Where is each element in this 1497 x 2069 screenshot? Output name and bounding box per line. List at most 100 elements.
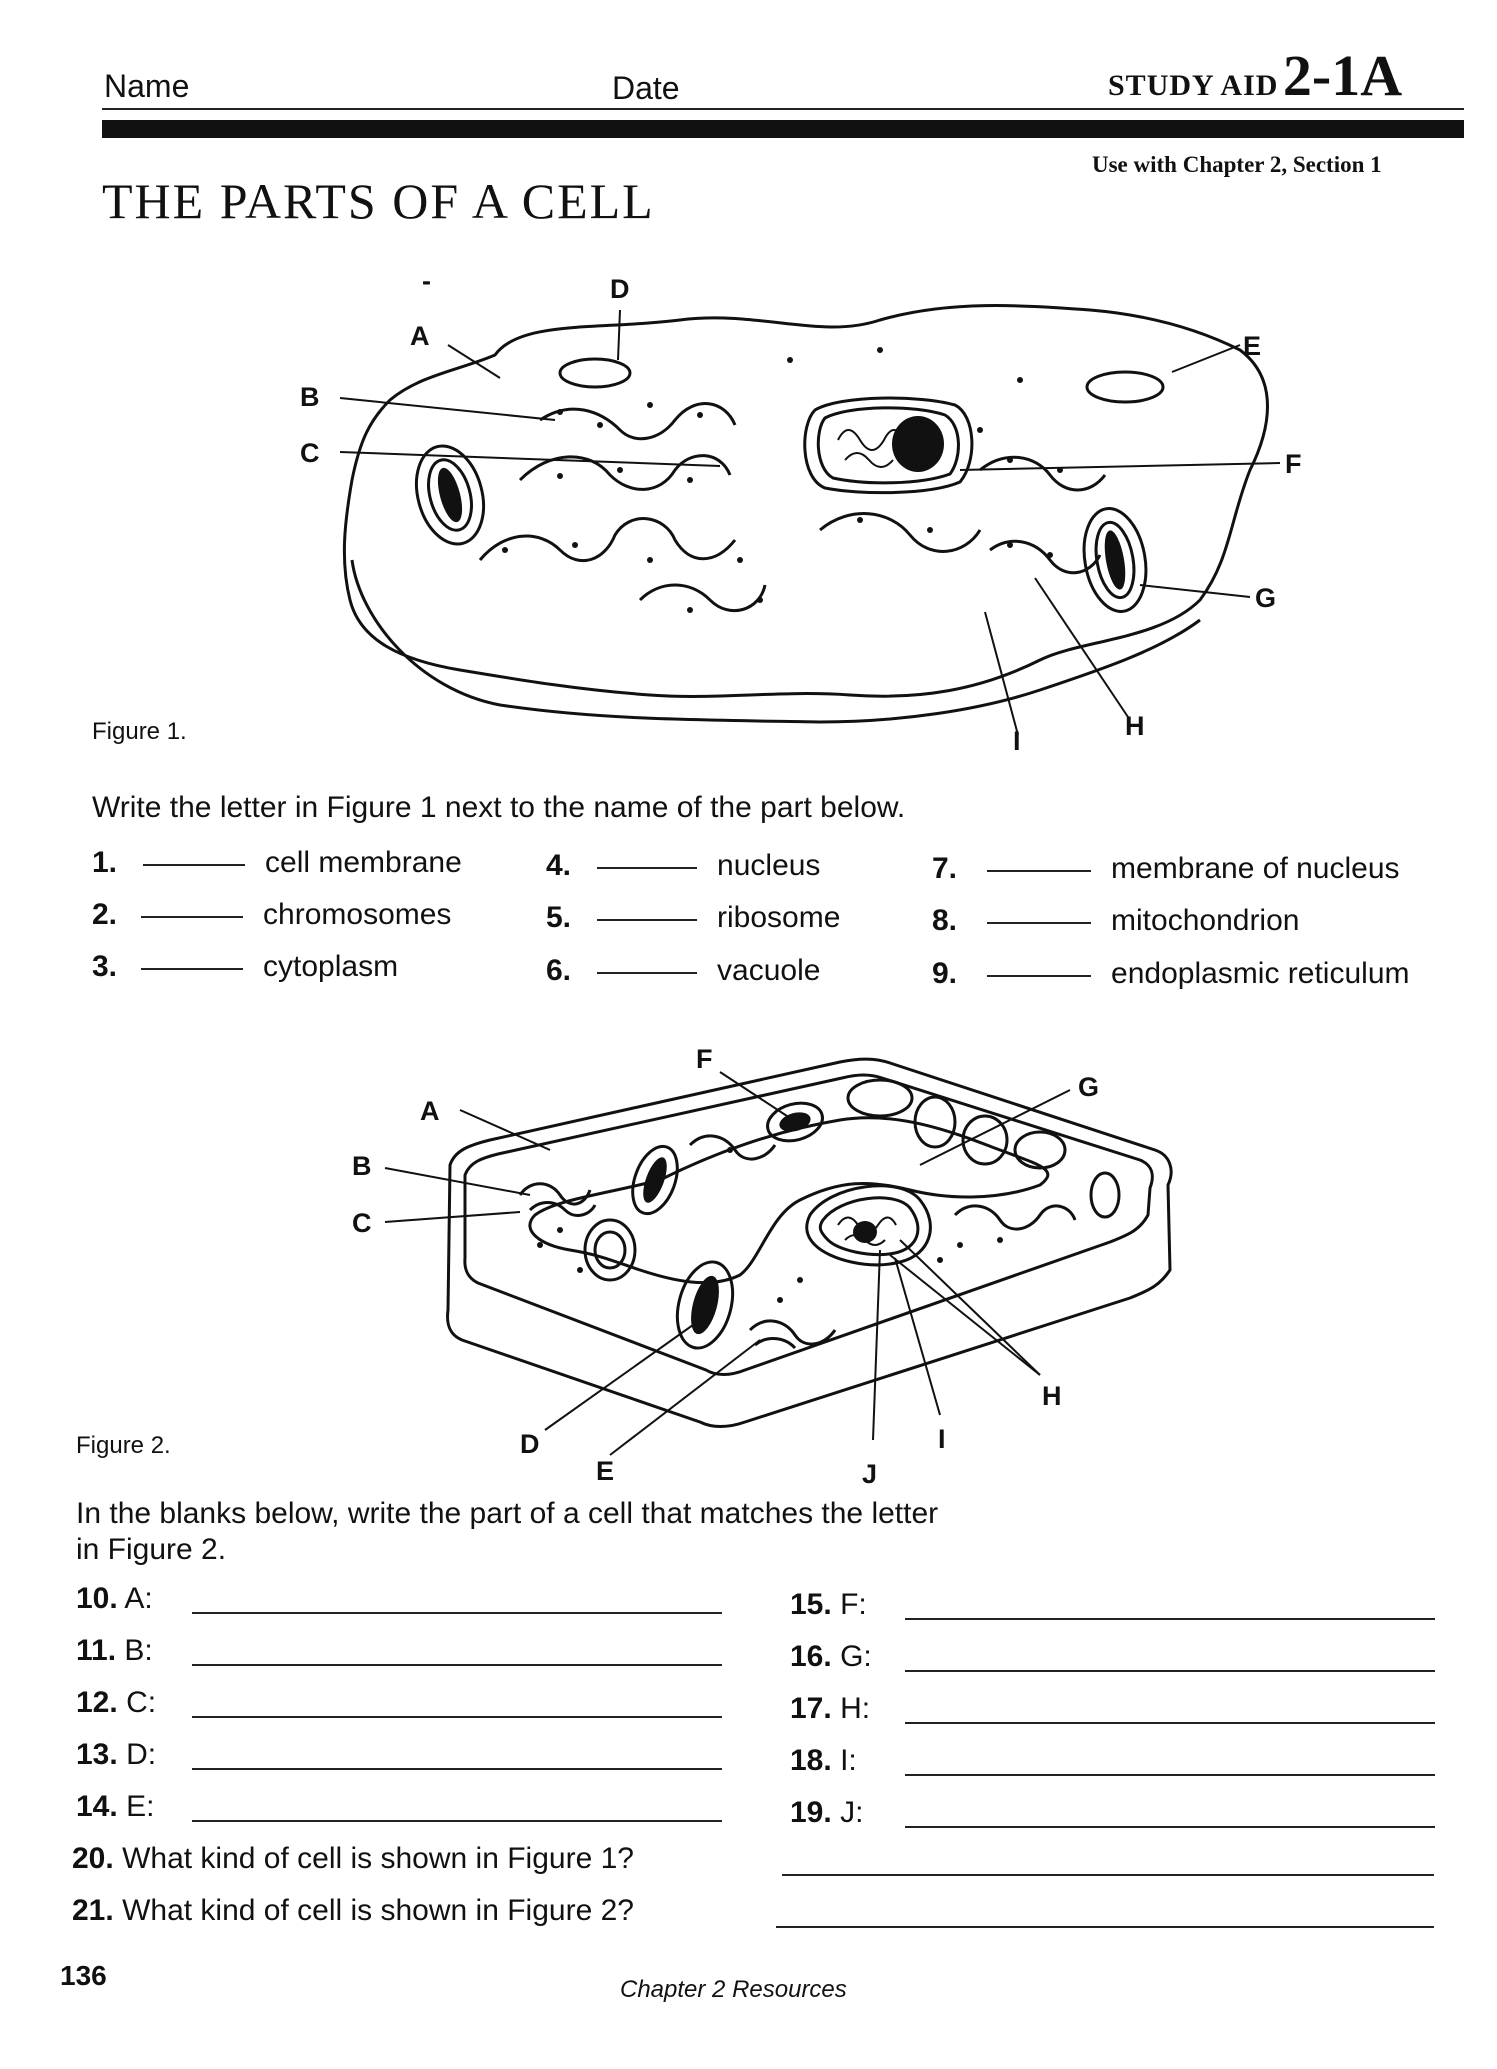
figure-1-animal-cell-diagram: A B C D E F G H I - — [300, 266, 1302, 756]
answer-line-14[interactable] — [192, 1820, 722, 1822]
s1-item-3: 3.cytoplasm — [92, 950, 398, 984]
fig2-chloroplast-2 — [846, 1078, 914, 1118]
fig2-chloroplast-1 — [583, 1218, 637, 1282]
item-letter: G: — [840, 1640, 872, 1673]
answer-line-21[interactable] — [776, 1926, 1434, 1928]
answer-blank[interactable] — [987, 920, 1092, 925]
footer-resources: Chapter 2 Resources — [620, 1976, 847, 2003]
item-number: 2. — [92, 898, 118, 931]
answer-line-20[interactable] — [782, 1874, 1434, 1876]
answer-line-11[interactable] — [192, 1664, 722, 1666]
answer-line-19[interactable] — [905, 1826, 1435, 1828]
answer-line-18[interactable] — [905, 1774, 1435, 1776]
item-text: mitochondrion — [1111, 904, 1300, 937]
fig2-endoplasmic-reticulum — [518, 1134, 1077, 1350]
item-number: 18. — [790, 1744, 832, 1777]
answer-line-17[interactable] — [905, 1722, 1435, 1724]
answer-blank[interactable] — [597, 917, 698, 922]
section-2-instruction-line-1: In the blanks below, write the part of a… — [76, 1497, 939, 1530]
item-letter: I: — [840, 1744, 857, 1777]
fig1-mitochondrion-right — [1082, 507, 1148, 613]
fig2-nuclear-membrane — [805, 1184, 932, 1267]
answer-line-12[interactable] — [192, 1716, 722, 1718]
fig1-label-g: G — [1255, 583, 1276, 613]
fig2-mitochondrion-d — [675, 1260, 735, 1350]
fig1-label-a: A — [410, 321, 430, 351]
fig1-nucleolus — [892, 416, 944, 472]
fig1-label-f: F — [1285, 449, 1302, 479]
section-2-instruction: In the blanks below, write the part of a… — [76, 1496, 938, 1568]
fig1-label-i: I — [1013, 726, 1021, 756]
item-number: 17. — [790, 1692, 832, 1725]
item-letter: F: — [840, 1588, 867, 1621]
s2-item-14: 14. E: — [76, 1790, 154, 1824]
study-aid-heading: STUDY AID 2-1A — [1108, 42, 1402, 109]
item-number: 5. — [546, 901, 572, 934]
s2-item-13: 13. D: — [76, 1738, 156, 1772]
date-label: Date — [612, 70, 680, 106]
s1-item-5: 5. ribosome — [546, 901, 840, 935]
item-number: 7. — [932, 852, 958, 885]
item-letter: H: — [840, 1692, 871, 1725]
fig1-label-e: E — [1243, 331, 1261, 361]
section-2-instruction-line-2: in Figure 2. — [76, 1533, 227, 1566]
item-letter: J: — [840, 1796, 864, 1829]
fig2-label-h: H — [1042, 1381, 1062, 1411]
study-aid-label: STUDY AID — [1108, 69, 1279, 102]
s2-item-19: 19. J: — [790, 1796, 863, 1830]
figure-1-caption: Figure 1. — [92, 718, 187, 745]
name-label: Name — [104, 68, 190, 104]
item-number: 11. — [76, 1634, 117, 1667]
item-text: cell membrane — [265, 846, 462, 879]
page-title: THE PARTS OF A CELL — [102, 173, 655, 229]
fig2-mitochondrion-top — [631, 1144, 679, 1216]
fig2-cell-wall — [446, 1057, 1173, 1428]
s1-item-2: 2. chromosomes — [92, 898, 451, 932]
answer-line-16[interactable] — [905, 1670, 1435, 1672]
study-aid-number: 2-1A — [1282, 43, 1403, 108]
fig2-chloroplast-6 — [1089, 1171, 1121, 1219]
item-number: 3. — [92, 950, 118, 983]
s2-item-15: 15. F: — [790, 1588, 867, 1622]
item-letter: A: — [124, 1582, 153, 1615]
s1-item-7: 7. membrane of nucleus — [932, 852, 1400, 886]
item-number: 13. — [76, 1738, 118, 1771]
answer-blank[interactable] — [141, 966, 244, 971]
fig2-label-d: D — [520, 1429, 540, 1459]
answer-blank[interactable] — [143, 862, 246, 867]
item-text: membrane of nucleus — [1111, 852, 1400, 885]
answer-line-10[interactable] — [192, 1612, 722, 1614]
question-21-text: What kind of cell is shown in Figure 2? — [122, 1894, 634, 1927]
answer-blank[interactable] — [141, 914, 244, 919]
item-letter: C: — [126, 1686, 157, 1719]
fig1-endoplasmic-reticulum — [478, 402, 1107, 613]
fig1-vacuole-d — [558, 357, 632, 389]
fig2-label-g: G — [1078, 1072, 1099, 1102]
item-number: 8. — [932, 904, 958, 937]
item-number: 1. — [92, 846, 118, 879]
answer-blank[interactable] — [987, 973, 1092, 978]
question-20-text: What kind of cell is shown in Figure 1? — [122, 1842, 634, 1875]
fig1-ribosome-dots — [502, 347, 1063, 613]
s1-item-9: 9.endoplasmic reticulum — [932, 957, 1410, 991]
question-21: 21. What kind of cell is shown in Figure… — [72, 1894, 634, 1928]
s2-item-17: 17. H: — [790, 1692, 870, 1726]
s1-item-8: 8. mitochondrion — [932, 904, 1299, 938]
answer-blank[interactable] — [597, 865, 698, 870]
item-number: 10. — [76, 1582, 118, 1615]
item-text: vacuole — [717, 954, 821, 987]
item-text: ribosome — [717, 901, 841, 934]
answer-blank[interactable] — [597, 970, 698, 975]
answer-blank[interactable] — [987, 868, 1092, 873]
fig1-label-d: D — [610, 274, 630, 304]
fig2-mitochondrion-f — [766, 1101, 824, 1143]
fig2-label-b: B — [352, 1151, 372, 1181]
fig2-label-j: J — [862, 1459, 877, 1489]
answer-line-13[interactable] — [192, 1768, 722, 1770]
s2-item-10: 10. A: — [76, 1582, 153, 1616]
answer-line-15[interactable] — [905, 1618, 1435, 1620]
item-number: 12. — [76, 1686, 118, 1719]
fig1-stray-mark: - — [422, 266, 431, 296]
fig2-central-vacuole — [528, 1116, 1050, 1285]
item-text: chromosomes — [263, 898, 452, 931]
